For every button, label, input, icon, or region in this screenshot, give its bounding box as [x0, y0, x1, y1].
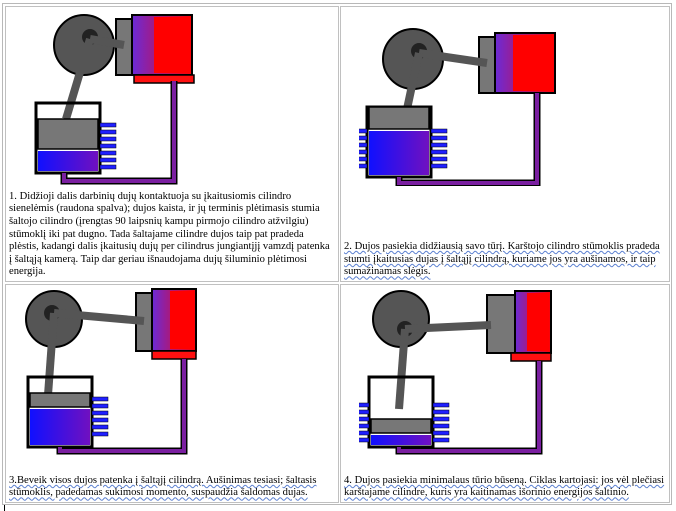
table-cell-step-4: 4. Dujos pasiekia minimalaus tūrio būsen…	[340, 284, 670, 503]
stirling-cycle-table: 1. Didžioji dalis darbinių dujų kontaktu…	[2, 3, 672, 505]
table-cell-step-1: 1. Didžioji dalis darbinių dujų kontaktu…	[5, 6, 339, 282]
table-cell-step-2: 2. Dujos pasiekia didžiausią savo tūrį. …	[340, 6, 670, 282]
stirling-engine-diagram	[359, 290, 552, 455]
stirling-engine-diagram	[25, 288, 197, 455]
table-cell-step-3: 3.Beveik visos dujos patenka į šaltąjį c…	[5, 284, 339, 503]
caption-step-1: 1. Didžioji dalis darbinių dujų kontaktu…	[9, 190, 330, 278]
caption-step-3: 3.Beveik visos dujos patenka į šaltąjį c…	[9, 474, 317, 499]
caption-step-2: 2. Dujos pasiekia didžiausią savo tūrį. …	[344, 241, 660, 278]
stirling-engine-diagram	[359, 28, 556, 186]
text-cursor	[4, 505, 5, 511]
caption-step-4: 4. Dujos pasiekia minimalaus tūrio būsen…	[344, 474, 665, 499]
stirling-engine-diagram	[34, 14, 195, 185]
